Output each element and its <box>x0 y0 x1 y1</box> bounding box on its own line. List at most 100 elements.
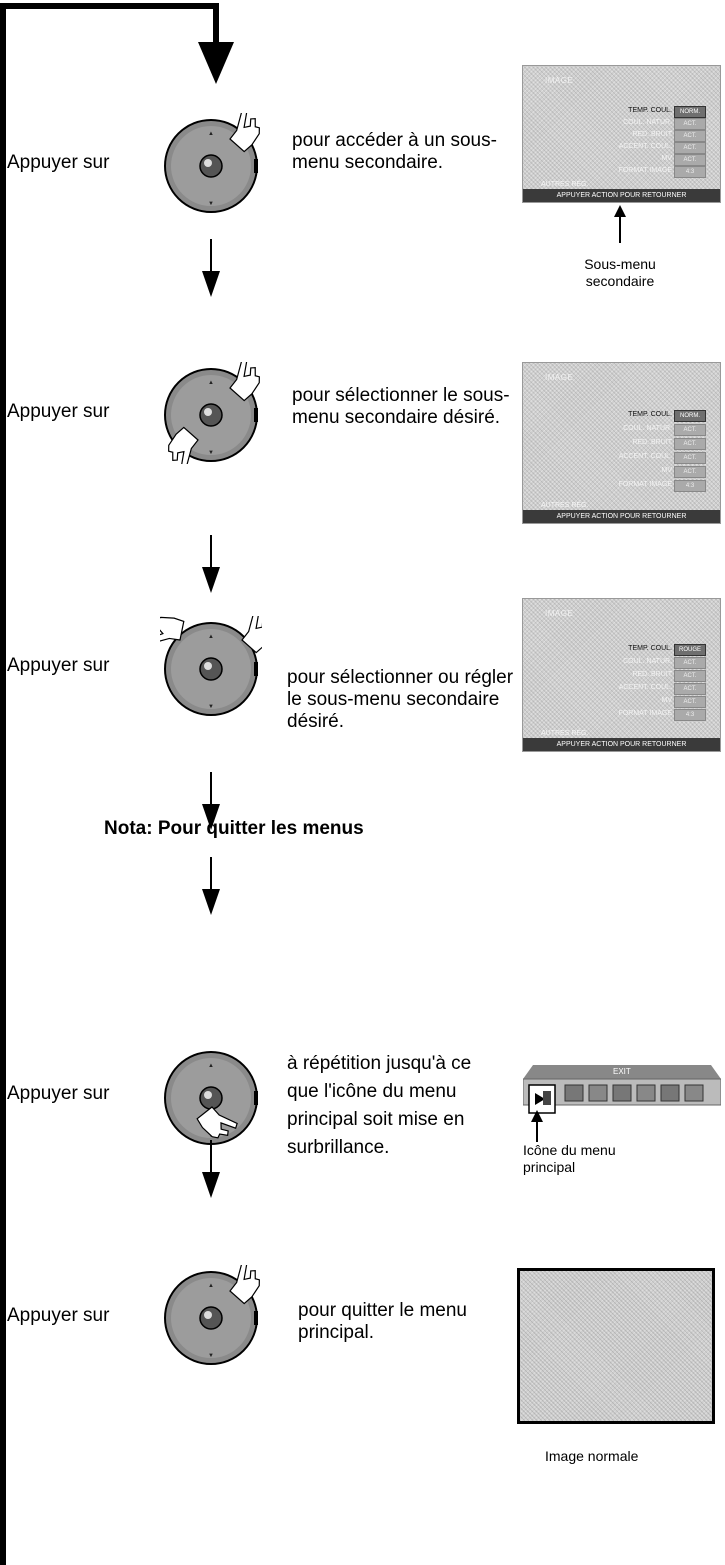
remote-dial-icon[interactable]: ▲ ▼ <box>147 611 272 718</box>
arrow-up-icon <box>614 205 626 248</box>
step-2-action: Appuyer sur <box>7 401 110 422</box>
caption-icone-menu: Icône du menu principal <box>523 1142 616 1175</box>
remote-dial-icon[interactable]: ▲ ▼ <box>160 1045 262 1147</box>
svg-text:▼: ▼ <box>208 704 214 710</box>
osd-item-value: ACT. <box>674 683 706 695</box>
osd-item-label: COUL. NATUR. <box>623 119 672 126</box>
osd-title: IMAGE <box>545 609 574 618</box>
osd-item-value: NORM. <box>674 106 706 118</box>
osd-item-label: RED. BRUIT <box>632 439 672 446</box>
svg-text:▲: ▲ <box>208 380 214 386</box>
osd-item-value: ACT. <box>674 466 706 478</box>
osd-title: IMAGE <box>545 373 574 382</box>
osd-menu-row: ACCENT. COUL.ACT. <box>523 683 720 695</box>
osd-item-value: ACT. <box>674 142 706 154</box>
osd-item-label: TEMP. COUL. <box>628 411 672 418</box>
osd-item-label: MV <box>661 155 673 162</box>
svg-text:▼: ▼ <box>208 201 214 207</box>
arrow-down-icon <box>202 535 220 598</box>
osd-item-label: FORMAT IMAGE <box>618 710 672 717</box>
osd-item-label: ACCENT. COUL. <box>618 453 672 460</box>
osd-item-value: ACT. <box>674 424 706 436</box>
flow-line-drop <box>213 3 219 43</box>
osd-item-value: ACT. <box>674 438 706 450</box>
arrow-down-icon <box>202 857 220 920</box>
osd-menu-row: ACCENT. COUL.ACT. <box>523 142 720 154</box>
svg-text:▼: ▼ <box>208 1353 214 1359</box>
main-menu-bar: EXIT <box>522 1065 722 1115</box>
step-5-action: Appuyer sur <box>7 1305 110 1326</box>
osd-item-label: COUL. NATUR. <box>623 425 672 432</box>
normal-image-screen <box>517 1268 715 1424</box>
step-2-desc: pour sélectionner le sous-menu secondair… <box>292 385 510 428</box>
osd-item-label: TEMP. COUL. <box>628 107 672 114</box>
osd-item-label: ACCENT. COUL. <box>618 684 672 691</box>
osd-item-value: ACT. <box>674 130 706 142</box>
osd-item-value: ACT. <box>674 657 706 669</box>
osd-item-value: 4:3 <box>674 709 706 721</box>
step-3-action: Appuyer sur <box>7 655 110 676</box>
osd-menu-row: COUL. NATUR.ACT. <box>523 657 720 669</box>
osd-menu-row: TEMP. COUL.NORM. <box>523 106 720 118</box>
osd-menu-row: COUL. NATUR.ACT. <box>523 424 720 436</box>
osd-item-value: ACT. <box>674 670 706 682</box>
step-1-action: Appuyer sur <box>7 152 110 173</box>
remote-dial-icon[interactable]: ▲ ▼ <box>160 1262 262 1367</box>
remote-dial-icon[interactable]: ▲ ▼ <box>160 359 262 469</box>
note-heading: Nota: Pour quitter les menus <box>104 818 364 839</box>
osd-title: IMAGE <box>545 76 574 85</box>
remote-dial-icon[interactable]: ▲ ▼ <box>160 110 262 215</box>
osd-item-value: 4:3 <box>674 166 706 178</box>
svg-text:▲: ▲ <box>208 1063 214 1069</box>
step-4-action: Appuyer sur <box>7 1083 110 1104</box>
osd-item-value: ROUGE <box>674 644 706 656</box>
osd-item-label: FORMAT IMAGE <box>618 167 672 174</box>
svg-text:▼: ▼ <box>208 450 214 456</box>
osd-item-label: ACCENT. COUL. <box>618 143 672 150</box>
arrow-down-icon <box>202 1140 220 1203</box>
arrow-down-icon <box>202 772 220 835</box>
step-3-desc: pour sélectionner ou régler le sous-menu… <box>287 667 514 732</box>
step-1-desc: pour accéder à un sous-menu secondaire. <box>292 130 497 173</box>
osd-item-label: MV <box>661 697 673 704</box>
osd-item-label: RED. BRUIT <box>632 131 672 138</box>
osd-item-label: RED. BRUIT <box>632 671 672 678</box>
osd-item-value: ACT. <box>674 154 706 166</box>
exit-label: EXIT <box>613 1067 631 1076</box>
svg-text:▲: ▲ <box>208 634 214 640</box>
osd-menu-row: TEMP. COUL.NORM. <box>523 410 720 422</box>
osd-menu-row: ACCENT. COUL.ACT. <box>523 452 720 464</box>
step-5-desc: pour quitter le menu principal. <box>298 1300 467 1343</box>
caption-sous-menu: Sous-menu secondaire <box>584 256 656 289</box>
osd-footer-bar: APPUYER ACTION POUR RETOURNER <box>523 510 720 523</box>
osd-autres-reg: AUTRES RÉG. <box>541 730 589 737</box>
osd-autres-reg: AUTRES RÉG. <box>541 502 589 509</box>
osd-item-label: MV <box>661 467 673 474</box>
osd-item-value: ACT. <box>674 452 706 464</box>
osd-menu-row: TEMP. COUL.ROUGE <box>523 644 720 656</box>
osd-item-value: ACT. <box>674 696 706 708</box>
arrow-down-icon <box>202 239 220 302</box>
flow-line <box>0 3 6 1565</box>
osd-item-label: TEMP. COUL. <box>628 645 672 652</box>
arrow-up-icon <box>531 1110 543 1147</box>
caption-image-normale: Image normale <box>545 1448 639 1464</box>
osd-item-value: 4:3 <box>674 480 706 492</box>
arrow-down-icon <box>198 42 234 89</box>
osd-item-value: ACT. <box>674 118 706 130</box>
osd-item-value: NORM. <box>674 410 706 422</box>
osd-item-label: COUL. NATUR. <box>623 658 672 665</box>
svg-text:▲: ▲ <box>208 131 214 137</box>
svg-text:▲: ▲ <box>208 1283 214 1289</box>
